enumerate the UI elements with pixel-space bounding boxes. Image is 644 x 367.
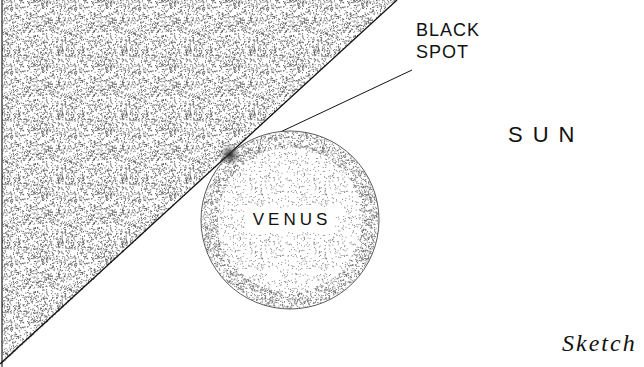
region-label: SUN <box>508 122 618 148</box>
caption-text: Sketch <box>562 330 637 357</box>
planet-disc: VENUS <box>200 130 380 310</box>
sun-limb-line <box>0 0 397 364</box>
frame-line <box>1 0 2 367</box>
callout-label: BLACK SPOT <box>416 20 506 63</box>
black-spot <box>219 144 241 166</box>
planet-name: VENUS <box>245 208 336 232</box>
